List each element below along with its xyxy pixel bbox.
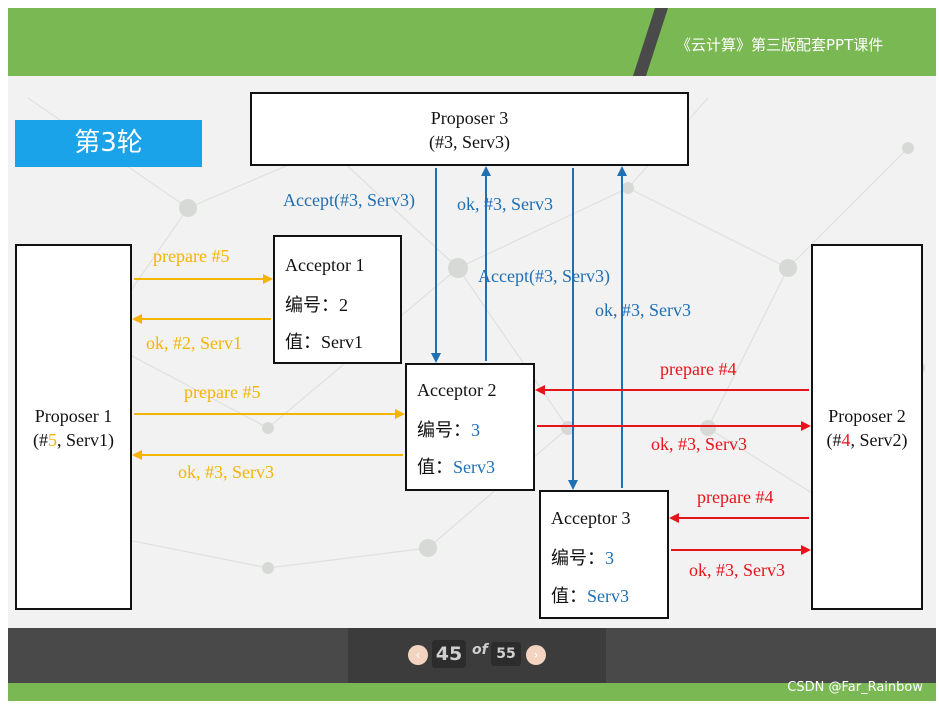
page-of-label: of xyxy=(472,642,488,658)
msg-p2-prepare-a2: prepare #4 xyxy=(660,359,737,379)
acceptor-3-number: 编号：3 xyxy=(551,544,614,570)
acceptor-2-name: Acceptor 2 xyxy=(417,380,497,400)
acceptor-1-value-label: 值： xyxy=(285,332,321,352)
acceptor-2-value-text: Serv3 xyxy=(453,457,495,477)
acceptor-1-number-value: 2 xyxy=(339,295,348,315)
chevron-right-icon[interactable]: › xyxy=(526,645,546,665)
acceptor-3-name: Acceptor 3 xyxy=(551,508,631,528)
acceptor-1-box: Acceptor 1 编号：2 值：Serv1 xyxy=(273,235,402,364)
acceptor-3-box: Acceptor 3 编号：3 值：Serv3 xyxy=(539,490,669,619)
acceptor-2-value-label: 值： xyxy=(417,457,453,477)
msg-p1-prepare-a1: prepare #5 xyxy=(153,246,230,266)
acceptor-1-number: 编号：2 xyxy=(285,291,348,317)
acceptor-2-number: 编号：3 xyxy=(417,416,480,442)
acceptor-2-value: 值：Serv3 xyxy=(417,453,495,479)
acceptor-1-value-text: Serv1 xyxy=(321,332,363,352)
acceptor-3-number-label: 编号： xyxy=(551,548,605,568)
presentation-nav-bar: ‹ 45 of 55 › xyxy=(8,628,936,683)
current-page[interactable]: 45 xyxy=(432,640,466,668)
proposer-2-value-suffix: , Serv2) xyxy=(850,430,908,450)
total-pages: 55 xyxy=(491,642,521,666)
msg-a3-ok-p2: ok, #3, Serv3 xyxy=(689,560,785,580)
proposer-1-number: 5 xyxy=(48,430,57,450)
acceptor-1-number-label: 编号： xyxy=(285,295,339,315)
acceptor-1-name: Acceptor 1 xyxy=(285,255,365,275)
proposer-2-name: Proposer 2 xyxy=(828,406,906,426)
proposer-1-value: (#5, Serv1) xyxy=(17,430,130,451)
acceptor-3-value: 值：Serv3 xyxy=(551,582,629,608)
proposer-2-box: Proposer 2 (#4, Serv2) xyxy=(811,244,923,610)
msg-a3-ok-p3: ok, #3, Serv3 xyxy=(595,300,691,320)
page-navigator: ‹ 45 of 55 › xyxy=(348,628,606,683)
msg-a1-ok-p1: ok, #2, Serv1 xyxy=(146,333,242,353)
header-title: 《云计算》第三版配套PPT课件 xyxy=(676,36,884,54)
acceptor-2-box: Acceptor 2 编号：3 值：Serv3 xyxy=(405,363,535,491)
acceptor-3-value-label: 值： xyxy=(551,586,587,606)
acceptor-2-number-value: 3 xyxy=(471,420,480,440)
acceptor-1-value: 值：Serv1 xyxy=(285,328,363,354)
acceptor-3-number-value: 3 xyxy=(605,548,614,568)
header-title-panel xyxy=(646,8,936,76)
watermark: CSDN @Far_Rainbow xyxy=(787,680,923,695)
proposer-1-box: Proposer 1 (#5, Serv1) xyxy=(15,244,132,610)
footer-bar xyxy=(8,683,936,701)
msg-a2-ok-p1: ok, #3, Serv3 xyxy=(178,462,274,482)
acceptor-2-number-label: 编号： xyxy=(417,420,471,440)
proposer-3-name: Proposer 3 xyxy=(430,108,509,128)
proposer-2-number: 4 xyxy=(841,430,851,450)
msg-a2-ok-p3: ok, #3, Serv3 xyxy=(457,194,553,214)
msg-p1-prepare-a2: prepare #5 xyxy=(184,382,261,402)
round-badge: 第3轮 xyxy=(15,120,202,167)
proposer-3-box: Proposer 3 (#3, Serv3) xyxy=(250,92,689,166)
msg-p3-accept-a2: Accept(#3, Serv3) xyxy=(283,190,415,210)
chevron-left-icon[interactable]: ‹ xyxy=(408,645,428,665)
proposer-1-name: Proposer 1 xyxy=(34,406,113,426)
msg-p2-prepare-a3: prepare #4 xyxy=(697,487,774,507)
acceptor-3-value-text: Serv3 xyxy=(587,586,629,606)
proposer-2-value-prefix: (# xyxy=(826,430,842,450)
msg-p3-accept-a3: Accept(#3, Serv3) xyxy=(478,266,610,286)
proposer-1-value-prefix: (# xyxy=(33,430,48,450)
proposer-2-value: (#4, Serv2) xyxy=(813,430,921,451)
message-arrows xyxy=(132,166,811,555)
slide: 《云计算》第三版配套PPT课件 第3轮 Proposer 3 (#3, Serv… xyxy=(8,8,936,628)
msg-a2-ok-p2: ok, #3, Serv3 xyxy=(651,434,747,454)
proposer-1-value-suffix: , Serv1) xyxy=(57,430,114,450)
proposer-3-value: (#3, Serv3) xyxy=(429,132,510,152)
